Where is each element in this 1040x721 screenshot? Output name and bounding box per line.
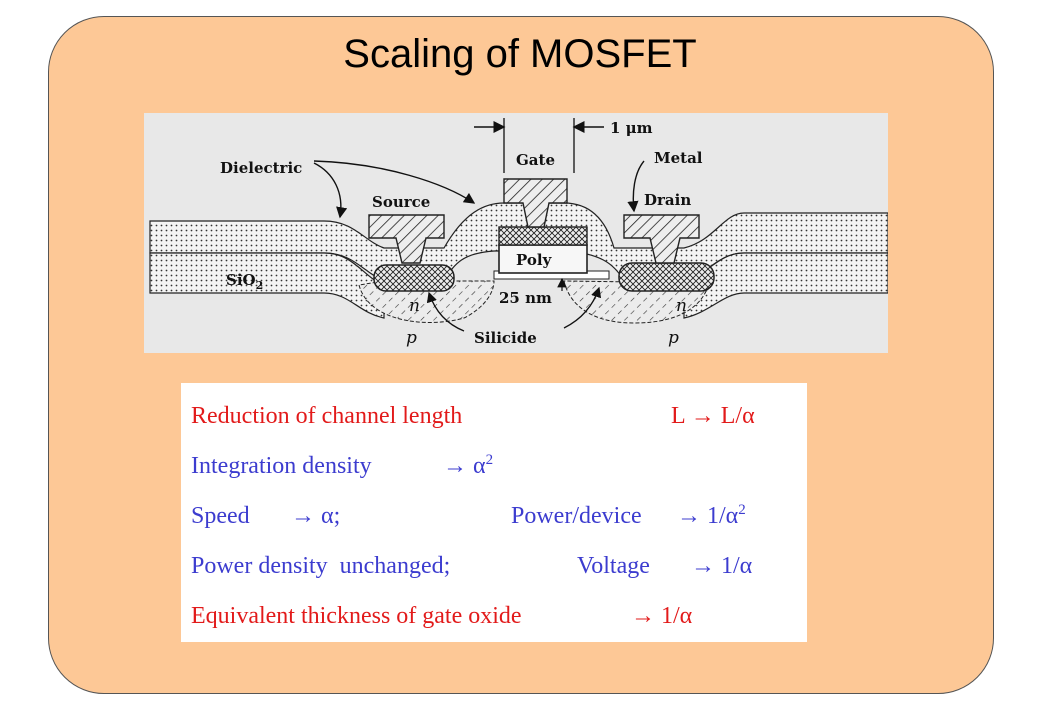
label-p-left: p [406,328,417,348]
scaling-rules-box: Reduction of channel length L → L/α Inte… [181,383,807,642]
rule-gate-oxide-thickness: Equivalent thickness of gate oxide → 1/α [191,601,692,631]
label-poly: Poly [516,251,553,269]
label-metal: Metal [654,149,703,167]
rule-integration-density: Integration density → α2 [191,451,493,481]
silicide-arrow-1 [426,291,465,332]
rule-channel-length: Reduction of channel length L → L/α [191,401,755,431]
drain-metal [623,214,700,264]
rule-gate-oxide-text: Equivalent thickness of gate oxide [191,603,522,629]
rule-power-device-text: Power/device [511,503,642,529]
source-metal [368,214,445,264]
poly-silicide-top [498,226,588,246]
rule-power-density-voltage: Power density unchanged; Voltage → 1/α [191,551,752,581]
rule-channel-length-value: L → L/α [671,403,755,429]
silicide-arrow-2 [563,286,602,329]
metal-arrow [627,160,645,213]
silicide-right [618,262,715,292]
field-oxide-left [149,252,385,319]
label-source: Source [372,193,430,211]
mosfet-diagram: Dielectric Source Gate Metal Drain 1 μm … [149,118,888,348]
rule-voltage-value: → 1/α [691,553,753,579]
slide-title: Scaling of MOSFET [343,32,697,76]
label-dielectric: Dielectric [220,159,302,177]
field-oxide-right [683,252,888,319]
rule-integration-density-value: → α2 [443,452,494,480]
label-n-right: n [676,296,687,316]
label-gate: Gate [516,151,555,169]
label-25nm: 25 nm [499,289,552,307]
silicide-left [373,264,455,292]
label-drain: Drain [644,191,691,209]
label-1um: 1 μm [610,119,653,137]
mosfet-cross-section-figure: Dielectric Source Gate Metal Drain 1 μm … [144,113,888,353]
poly-gate [498,244,588,274]
label-p-right: p [668,328,679,348]
dielectric-arrow-1 [313,162,348,219]
rule-power-density-text: Power density unchanged; [191,553,451,579]
rule-channel-length-text: Reduction of channel length [191,403,463,429]
rule-integration-density-text: Integration density [191,453,372,479]
rule-speed-text: Speed [191,503,250,529]
rule-voltage-text: Voltage [577,553,650,579]
rule-speed-value: → α; [291,503,341,529]
rule-gate-oxide-value: → 1/α [631,603,693,629]
dielectric-arrow-2 [313,160,476,204]
label-n-left: n [409,296,420,316]
rule-speed-power: Speed → α; Power/device → 1/α2 [191,501,746,531]
gate-metal [503,178,568,228]
label-sio2: SiO2 [226,271,263,292]
label-silicide: Silicide [474,329,537,347]
rule-power-device-value: → 1/α2 [677,502,746,530]
